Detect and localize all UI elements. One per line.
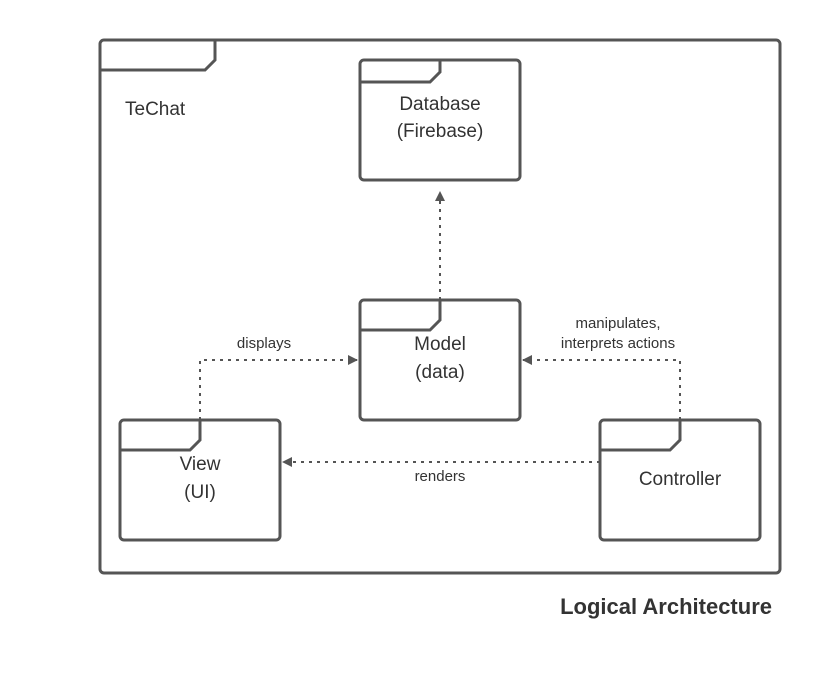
edge-label-manipulates-line1: manipulates,: [575, 315, 660, 332]
view-node-label-line1: View: [180, 454, 221, 475]
view-node-label-line2: (UI): [184, 482, 216, 503]
database-node-label-line2: (Firebase): [397, 121, 484, 142]
edge-label-renders: renders: [415, 468, 466, 485]
controller-node-tab: [600, 420, 682, 452]
techat-package-tab: [100, 40, 217, 72]
database-node: Database (Firebase): [358, 58, 522, 182]
edge-view-to-model: [199, 355, 358, 420]
model-node-tab: [360, 300, 442, 332]
model-node-label-line1: Model: [414, 334, 466, 355]
model-node-label-line2: (data): [415, 362, 465, 383]
controller-node: Controller: [598, 418, 762, 542]
database-node-tab: [360, 60, 442, 84]
techat-package-frame: [98, 38, 782, 575]
edge-controller-to-model: [522, 355, 681, 420]
edge-label-displays: displays: [237, 335, 291, 352]
database-node-frame: [358, 58, 522, 182]
database-node-label-line1: Database: [399, 94, 480, 115]
model-node: Model (data): [358, 298, 522, 422]
controller-node-label: Controller: [639, 469, 722, 490]
view-node-tab: [120, 420, 202, 452]
edge-label-manipulates-line2: interprets actions: [561, 335, 675, 352]
diagram-caption: Logical Architecture: [560, 594, 772, 619]
techat-package-label: TeChat: [125, 99, 186, 120]
techat-package: TeChat: [98, 38, 782, 575]
view-node: View (UI): [118, 418, 282, 542]
